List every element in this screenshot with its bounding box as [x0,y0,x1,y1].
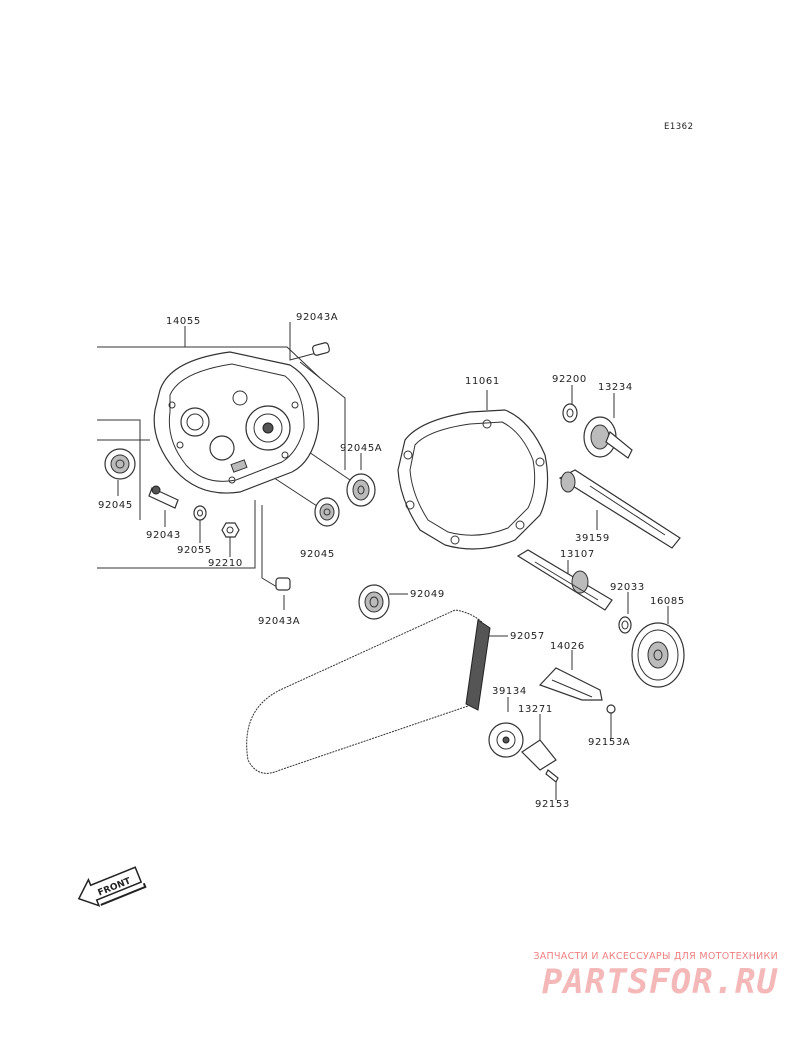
bearing-92045-left [104,448,136,480]
gear-13234 [583,416,633,459]
plate-13271 [521,739,557,771]
nut-92210 [221,522,240,538]
label-92043A-bottom: 92043A [258,616,300,627]
label-92049: 92049 [410,589,445,600]
label-92045A: 92045A [340,443,382,454]
watermark-brand: PARTSFOR.RU [541,962,778,1002]
label-13271: 13271 [518,704,553,715]
dowel-pin-bottom [275,577,291,591]
label-92200: 92200 [552,374,587,385]
label-92043A-top: 92043A [296,312,338,323]
washer-92200 [562,403,578,423]
chain-92057 [246,609,491,774]
label-13234: 13234 [598,382,633,393]
watermark-tagline: ЗАПЧАСТИ И АКСЕССУАРЫ ДЛЯ МОТОТЕХНИКИ [533,951,778,962]
oil-seal-92049 [358,584,390,620]
label-14055: 14055 [166,316,201,327]
dowel-pin-top [312,342,330,356]
part-labels: 14055 92043A 11061 92200 13234 92045A 92… [98,312,685,810]
label-39159: 39159 [575,533,610,544]
bolt-92153 [545,769,559,783]
leader-lines [97,322,669,800]
label-16085: 16085 [650,596,685,607]
label-92055: 92055 [177,545,212,556]
transmission-cover-14055 [153,351,320,494]
label-92210: 92210 [208,558,243,569]
label-92153A: 92153A [588,737,630,748]
label-14026: 14026 [550,641,585,652]
label-13107: 13107 [560,549,595,560]
bearing-92045A [346,473,376,507]
label-92045-left: 92045 [98,500,133,511]
bearing-92045-mid [314,497,340,527]
label-92045-mid: 92045 [300,549,335,560]
label-92057: 92057 [510,631,545,642]
bolt-92153A [606,704,616,714]
washer-92055 [193,505,207,521]
label-39134: 39134 [492,686,527,697]
chain-guide-14026 [538,667,603,701]
sprocket-39134 [488,722,524,758]
label-11061: 11061 [465,376,500,387]
pin-92043 [148,485,179,509]
diagram-code: E1362 [664,122,694,132]
label-92153: 92153 [535,799,570,810]
shaft-39159 [558,469,681,549]
gear-16085 [631,622,685,688]
label-92043: 92043 [146,530,181,541]
label-92033: 92033 [610,582,645,593]
gasket-11061 [397,409,549,550]
front-arrow-icon: FRONT [77,866,147,907]
shaft-13107 [516,549,613,611]
circlip-92033 [618,616,632,634]
